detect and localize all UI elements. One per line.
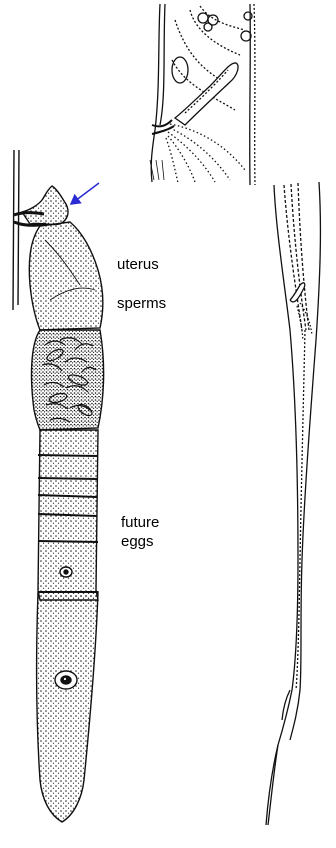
future-eggs-label-line1: future	[121, 513, 159, 532]
sperms-label: sperms	[117, 294, 166, 313]
worm-tail-drawing	[266, 182, 320, 825]
uterus-label: uterus	[117, 255, 159, 274]
female-gonad-drawing	[13, 150, 104, 822]
arrow-indicator	[71, 183, 99, 204]
top-vulva-detail-drawing	[150, 4, 255, 185]
future-eggs-label-line2: eggs	[121, 532, 154, 551]
